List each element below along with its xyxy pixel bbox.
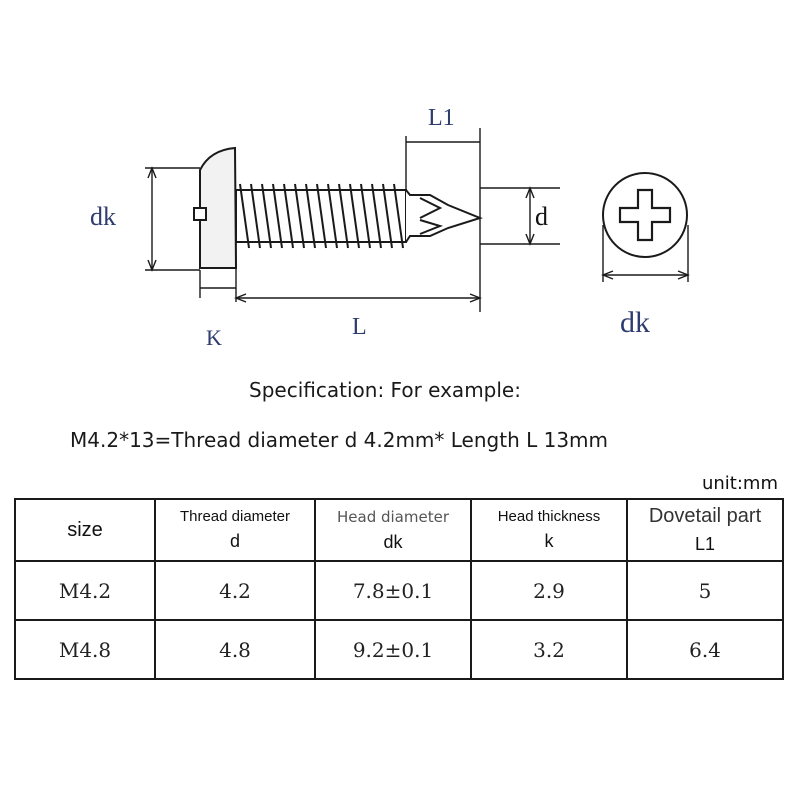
thread-crest (338, 183, 349, 249)
col-symbol: L1 (694, 534, 716, 554)
spec-table: size Thread diameter d Head diameter dk … (14, 498, 784, 680)
thread-crest (272, 183, 283, 249)
col-head-thickness: Head thickness k (470, 498, 628, 562)
thread-crest (250, 183, 261, 249)
cell-size: M4.8 (14, 619, 156, 680)
col-dovetail-part: Dovetail part L1 (626, 498, 784, 562)
dimension-lines (145, 128, 690, 312)
screw-head-top-view (602, 172, 688, 258)
table-row: M4.2 4.2 7.8±0.1 2.9 5 (14, 560, 784, 621)
thread-crest (316, 183, 327, 249)
cell-d: 4.2 (154, 560, 316, 621)
table-header-row: size Thread diameter d Head diameter dk … (14, 498, 784, 562)
size-header: size (14, 498, 156, 562)
label-dk-left: dk (90, 202, 116, 231)
cell-k: 3.2 (470, 619, 628, 680)
col-name: Head diameter (337, 508, 449, 526)
cell-dk: 9.2±0.1 (314, 619, 472, 680)
cell-l1: 5 (626, 560, 784, 621)
cell-dk: 7.8±0.1 (314, 560, 472, 621)
col-name: Head thickness (497, 508, 601, 525)
thread-crest (371, 183, 382, 249)
unit-label: unit:mm (701, 473, 778, 494)
label-dk-right: dk (620, 306, 650, 339)
screw-head-side (193, 146, 238, 269)
col-symbol: d (229, 531, 240, 551)
col-thread-diameter: Thread diameter d (154, 498, 316, 562)
cell-k: 2.9 (470, 560, 628, 621)
thread-crest (261, 183, 272, 249)
spec-title: Specification: For example: (249, 378, 521, 402)
col-symbol: dk (383, 532, 403, 552)
label-l1: L1 (428, 105, 455, 131)
col-head-diameter: Head diameter dk (314, 498, 472, 562)
thread-crest (283, 183, 294, 249)
thread-crest (382, 183, 393, 249)
screw-drawing: dk L1 d K L dk (90, 105, 690, 350)
thread-crest (360, 183, 371, 249)
screw-shank (235, 183, 483, 249)
label-d: d (535, 202, 548, 231)
label-k: K (206, 325, 222, 350)
thread-crest (327, 183, 338, 249)
thread-crest (305, 183, 316, 249)
col-symbol: k (544, 531, 554, 551)
col-name: Thread diameter (179, 508, 291, 525)
thread-crest (239, 183, 250, 249)
table-row: M4.8 4.8 9.2±0.1 3.2 6.4 (14, 619, 784, 680)
col-name: Dovetail part (648, 505, 762, 527)
cell-l1: 6.4 (626, 619, 784, 680)
label-l: L (352, 314, 367, 340)
cell-d: 4.8 (154, 619, 316, 680)
thread-crest (349, 183, 360, 249)
spec-example: M4.2*13=Thread diameter d 4.2mm* Length … (70, 428, 609, 452)
thread-crest (393, 183, 404, 249)
cell-size: M4.2 (14, 560, 156, 621)
thread-crest (294, 183, 305, 249)
